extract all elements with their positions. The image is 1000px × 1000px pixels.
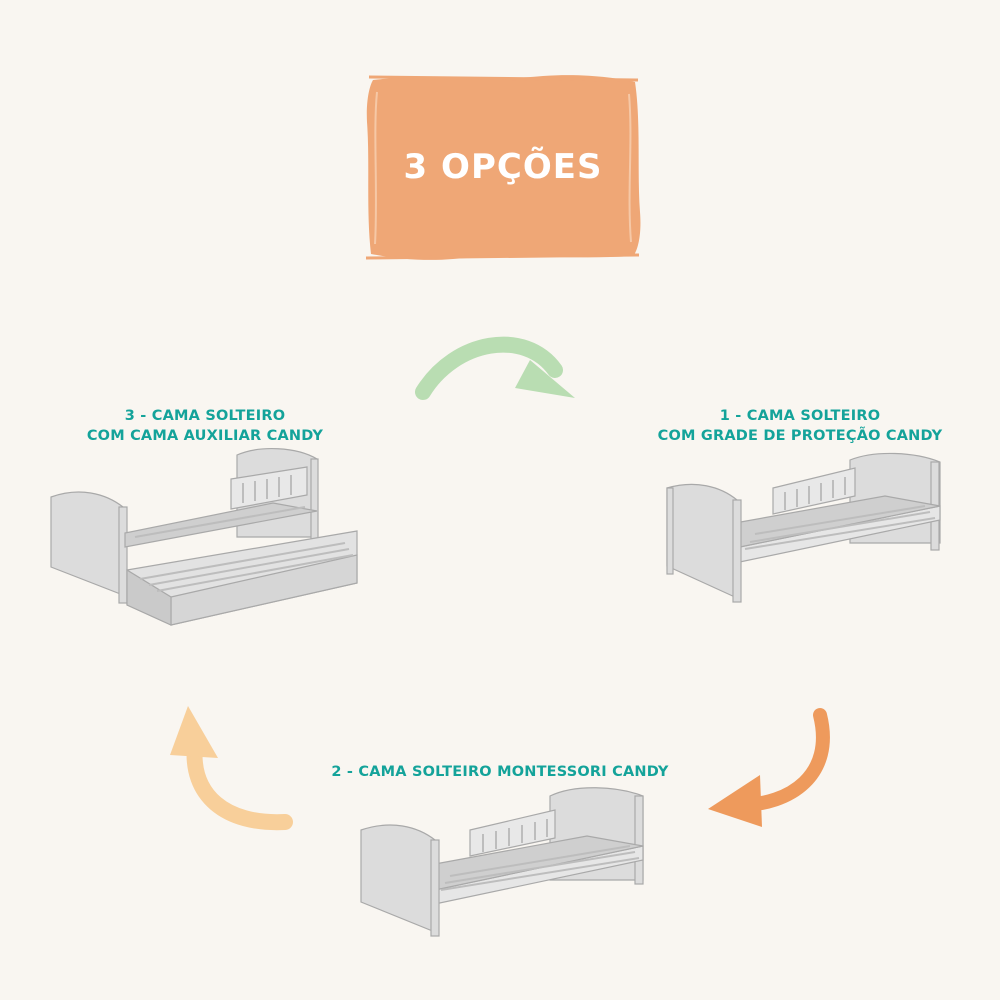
option-3-line1: 3 - CAMA SOLTEIRO — [124, 408, 286, 424]
bed-with-guard-rail-image — [666, 452, 941, 603]
option-2-line1: 2 - CAMA SOLTEIRO MONTESSORI CANDY — [331, 764, 669, 780]
arrow-peach-icon — [170, 706, 293, 831]
bed-with-trundle-image — [50, 448, 358, 626]
montessori-bed-image — [360, 787, 644, 937]
option-3-line2: COM CAMA AUXILIAR CANDY — [86, 428, 324, 444]
banner-title: 3 OPÇÕES — [403, 147, 603, 187]
brush-frame — [365, 75, 641, 260]
option-1-line1: 1 - CAMA SOLTEIRO — [719, 408, 881, 424]
arrow-orange-icon — [708, 708, 830, 827]
option-2-label: 2 - CAMA SOLTEIRO MONTESSORI CANDY — [310, 762, 690, 782]
arrow-green-icon — [415, 336, 575, 400]
option-1-label: 1 - CAMA SOLTEIRO COM GRADE DE PROTEÇÃO … — [640, 406, 960, 446]
option-3-label: 3 - CAMA SOLTEIRO COM CAMA AUXILIAR CAND… — [60, 406, 350, 446]
options-banner: 3 OPÇÕES — [363, 72, 643, 262]
option-1-line2: COM GRADE DE PROTEÇÃO CANDY — [657, 428, 943, 444]
